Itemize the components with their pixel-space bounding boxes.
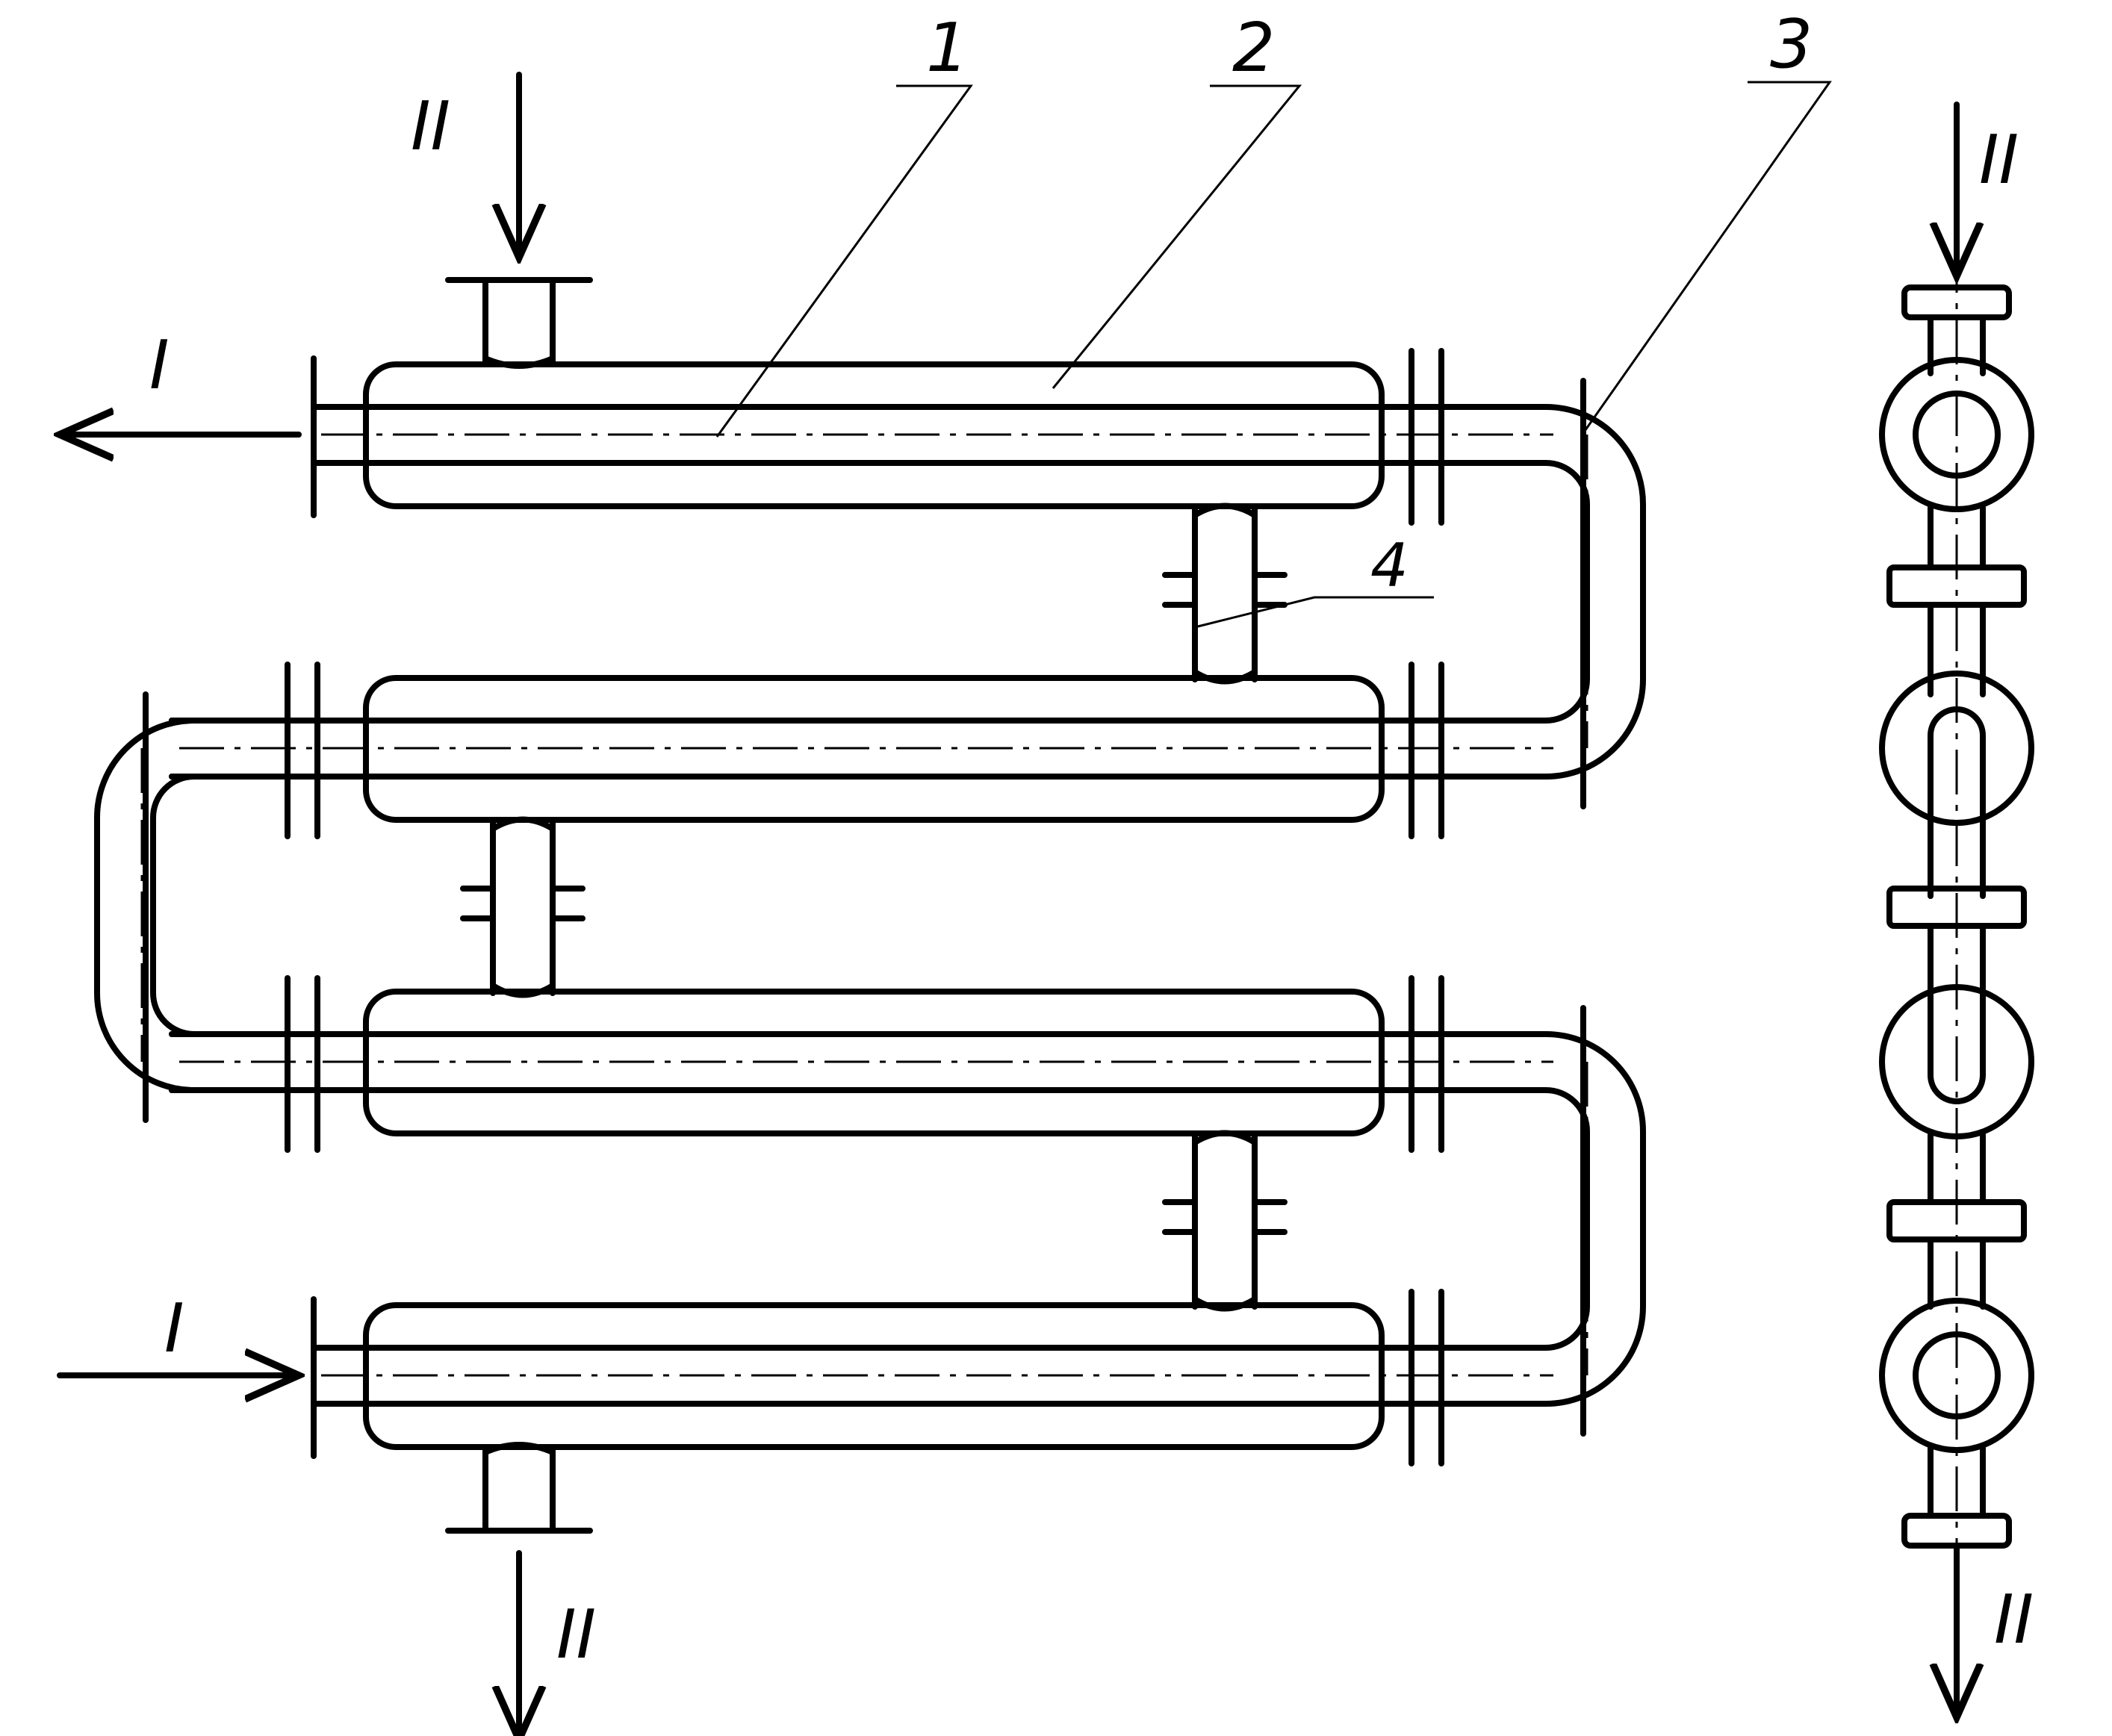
leader-lines	[715, 81, 1832, 629]
label-stream-I-inlet: I	[164, 1289, 184, 1368]
label-side-II-inlet: II	[1979, 121, 2019, 199]
side-view	[1879, 102, 2034, 1717]
label-stream-II-inlet: II	[411, 87, 450, 166]
label-part-1: 1	[926, 9, 969, 87]
label-stream-II-outlet: II	[556, 1596, 596, 1674]
label-part-2: 2	[1232, 9, 1275, 87]
nozzle-top	[445, 277, 593, 369]
label-stream-I-outlet: I	[149, 326, 170, 405]
flanges	[143, 348, 1586, 1466]
outer-pipe-shells	[363, 361, 1385, 1450]
inner-tubes	[169, 404, 1541, 1407]
flow-arrows	[60, 72, 519, 1736]
label-part-4: 4	[1370, 531, 1408, 600]
label-side-II-outlet: II	[1994, 1581, 2034, 1659]
return-bends	[94, 404, 1646, 1407]
label-part-3: 3	[1770, 5, 1813, 84]
shell-connectors	[460, 503, 1288, 1312]
nozzle-bottom	[445, 1442, 593, 1534]
front-view	[60, 72, 1832, 1736]
labels: 1 2 3 4 I I II II II II	[149, 5, 2034, 1674]
